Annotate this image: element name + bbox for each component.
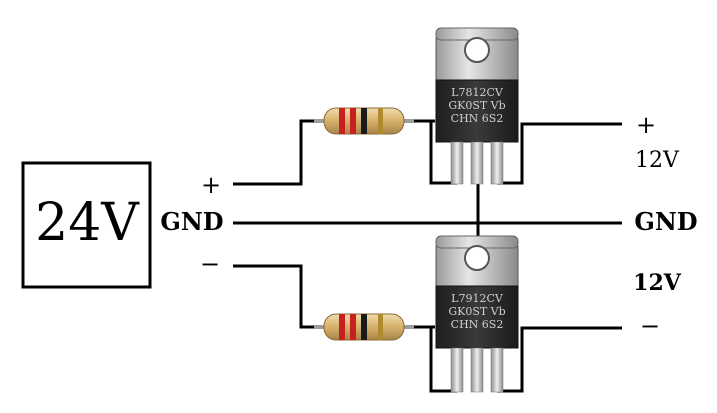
wires — [233, 119, 622, 393]
upper-reg-line2: GK0ST Vb — [448, 99, 505, 112]
upper-right-pin-wire — [497, 122, 622, 185]
input-gnd-label: GND — [160, 207, 223, 236]
lower-reg-line1: L7912CV — [451, 292, 504, 305]
output-plus-label: + — [636, 111, 656, 139]
source-box — [21, 161, 152, 289]
output-lower-voltage-label: 12V — [633, 270, 682, 296]
upper-resistor-icon — [314, 107, 414, 135]
output-upper-voltage-label: 12V — [635, 148, 680, 173]
lower-reg-line2: GK0ST Vb — [448, 305, 505, 318]
source-label: 24V — [35, 193, 140, 253]
lower-left-pin-wire — [429, 327, 457, 393]
upper-reg-line3: CHN 6S2 — [451, 112, 504, 125]
lower-input-wire — [233, 264, 320, 329]
lower-regulator-icon: L7912CV GK0ST Vb CHN 6S2 — [435, 235, 519, 393]
output-gnd-label: GND — [634, 207, 697, 236]
upper-left-pin-wire — [429, 121, 457, 185]
output-minus-label: − — [640, 312, 660, 340]
input-minus-label: − — [200, 250, 220, 278]
lower-right-pin-wire — [497, 326, 622, 393]
lower-resistor-icon — [314, 313, 414, 341]
input-plus-label: + — [201, 171, 221, 199]
upper-reg-line1: L7812CV — [451, 86, 504, 99]
upper-regulator-icon: L7812CV GK0ST Vb CHN 6S2 — [435, 27, 519, 185]
lower-reg-line3: CHN 6S2 — [451, 318, 504, 331]
upper-input-wire — [233, 119, 320, 186]
